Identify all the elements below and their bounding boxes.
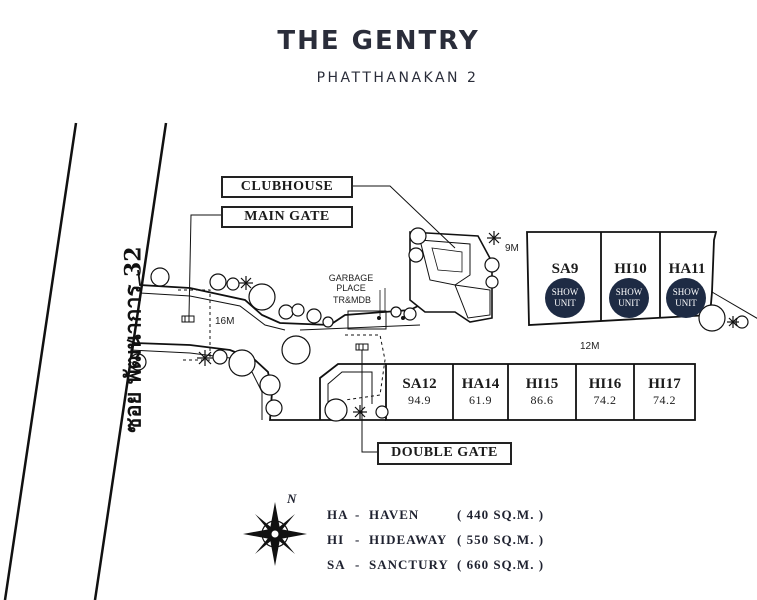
unit-plot[interactable]: HI15 86.6 <box>508 376 576 408</box>
clubhouse-leader <box>353 185 456 249</box>
unit-code: HI17 <box>648 376 681 392</box>
legend-dash: - <box>355 532 361 547</box>
legend-code: SA <box>327 557 346 572</box>
legend-code: HI <box>327 532 345 547</box>
double-gate-marker <box>355 343 369 351</box>
unit-code: HA11 <box>668 261 706 277</box>
legend-name: HAVEN <box>369 507 420 522</box>
unit-plot[interactable]: HA14 61.9 <box>453 376 508 408</box>
double-gate-callout: DOUBLE GATE <box>377 442 512 465</box>
project-subtitle: PHATTHANAKAN 2 <box>316 70 479 86</box>
legend-size: ( 550 SQ.M. ) <box>457 532 545 547</box>
unit-code: HA14 <box>461 376 500 392</box>
unit-plot[interactable]: HI17 74.2 <box>634 376 695 408</box>
entrance-upper-inner <box>139 292 286 331</box>
compass-north-label: N <box>287 491 297 506</box>
road-edge-left <box>3 122 78 600</box>
legend-dash: - <box>355 557 361 572</box>
unit-area: 86.6 <box>530 393 554 407</box>
legend-size: ( 440 SQ.M. ) <box>457 507 545 522</box>
main-gate-leader <box>188 214 221 317</box>
legend-name: SANCTURY <box>369 557 449 572</box>
unit-plot[interactable]: HI10 <box>601 261 660 278</box>
unit-code: HI15 <box>525 376 559 392</box>
legend-code: HA <box>327 507 349 522</box>
landscape-palms <box>197 231 739 419</box>
unit-area: 61.9 <box>469 393 492 407</box>
unit-plot[interactable]: HI16 74.2 <box>576 376 634 408</box>
road-name-label: ซอย พัฒนาการ 32 <box>120 246 147 433</box>
legend-dash: - <box>355 507 361 522</box>
unit-code: SA12 <box>402 376 437 392</box>
entrance-road-width: 16M <box>215 316 235 327</box>
project-title: THE GENTRY <box>277 26 480 56</box>
unit-plot[interactable]: SA12 94.9 <box>386 376 453 408</box>
unit-area: 74.2 <box>593 393 617 407</box>
double-gate-leader <box>361 350 377 453</box>
unit-area: 94.9 <box>408 393 431 407</box>
main-gate-marker <box>181 315 195 323</box>
main-road-width: 12M <box>580 341 600 352</box>
unit-plot[interactable]: HA11 <box>660 261 714 278</box>
unit-code: SA9 <box>551 261 579 277</box>
clubhouse-gap-width: 9M <box>505 243 519 254</box>
unit-plot[interactable]: SA9 <box>530 261 600 278</box>
clubhouse-building <box>409 231 493 323</box>
clubhouse-callout: CLUBHOUSE <box>221 176 353 198</box>
compass-rose <box>243 502 307 566</box>
legend-size: ( 660 SQ.M. ) <box>457 557 545 572</box>
unit-area: 74.2 <box>653 393 676 407</box>
garbage-place-label: GARBAGE PLACE <box>328 273 374 293</box>
trmdb-box <box>347 310 387 330</box>
unit-code: HI10 <box>614 261 647 277</box>
bottom-row-block <box>385 363 696 421</box>
landscape-trees <box>129 227 749 422</box>
unit-code: HI16 <box>588 376 622 392</box>
legend-name: HIDEAWAY <box>369 532 448 547</box>
trmdb-label: TR&MDB <box>333 295 371 305</box>
main-gate-callout: MAIN GATE <box>221 206 353 228</box>
